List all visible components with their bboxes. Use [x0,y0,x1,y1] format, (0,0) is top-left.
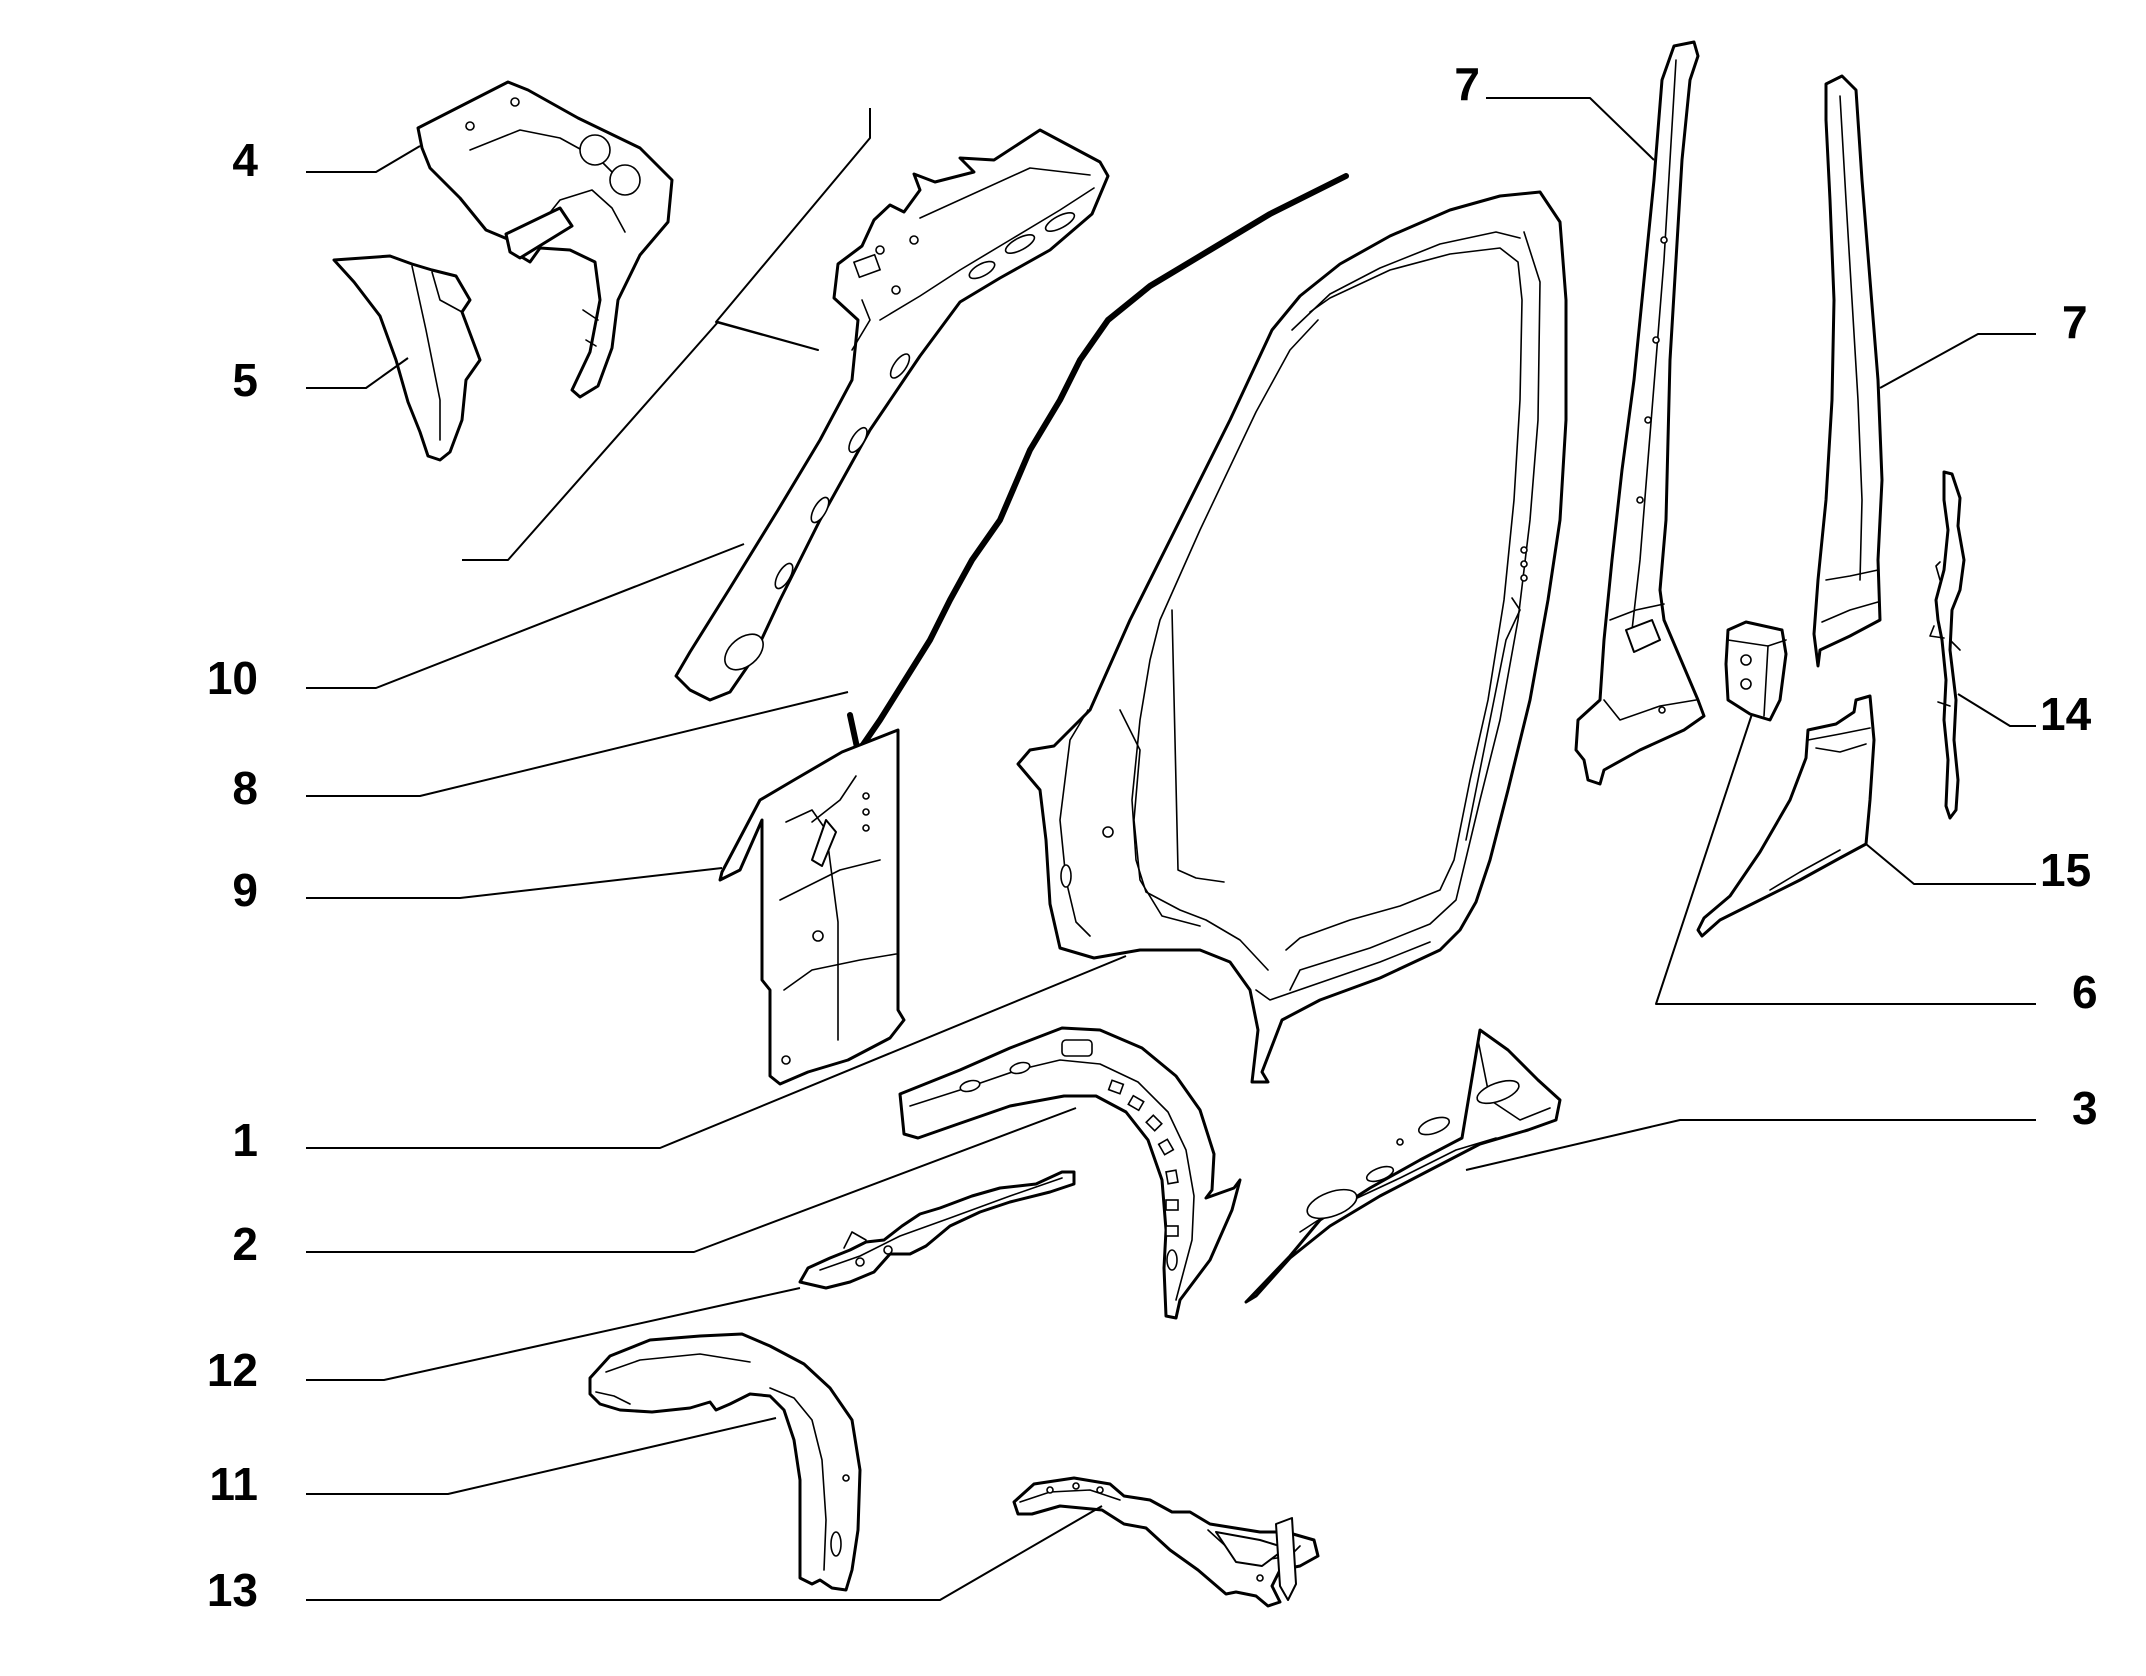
leader-14 [1957,693,2036,727]
callout-15: 15 [2040,844,2091,896]
leader-7-top [1486,97,1655,161]
leader-3 [1465,1119,2036,1171]
callout-7-right: 7 [2062,296,2088,348]
callout-5: 5 [232,354,258,406]
leader-9 [306,867,723,899]
leader-11 [306,1417,777,1495]
callout-1: 1 [232,1114,258,1166]
part-9-lower-front-panel [718,728,906,1086]
part-4-upper-bracket [416,80,674,399]
part-1-door-frame [1016,190,1568,1084]
leader-13 [306,1505,1103,1601]
callout-3: 3 [2072,1082,2098,1134]
part-7-b-pillar-inner [1574,40,1706,786]
callout-13: 13 [207,1564,258,1616]
part-6-block [1724,620,1788,722]
callout-4: 4 [232,134,258,186]
part-11-inner-wheel-arch [588,1332,862,1592]
part-14-thin-strip [1929,470,1966,820]
callout-labels: 4 5 10 8 9 1 2 12 11 13 7 7 14 15 6 3 [207,58,2098,1616]
callout-8: 8 [232,762,258,814]
callout-11: 11 [209,1458,258,1510]
callout-14: 14 [2040,688,2092,740]
leader-10-bracket [462,108,871,561]
leader-7-right [1879,333,2036,389]
part-13-lower-bracket [1012,1476,1320,1608]
callout-2: 2 [232,1218,258,1270]
part-2-wheel-arch-outer [898,1026,1242,1320]
callout-9: 9 [232,864,258,916]
callout-12: 12 [207,1344,258,1396]
part-12-reinforcement-strip [798,1170,1076,1290]
leader-12 [306,1287,801,1381]
part-10-a-pillar [674,128,1110,702]
callout-6: 6 [2072,966,2098,1018]
leader-10 [306,543,745,689]
leader-6 [1655,713,2036,1005]
leader-1 [306,955,1127,1149]
callout-10: 10 [207,652,258,704]
leader-4 [306,145,421,173]
leader-15 [1865,843,2036,885]
leader-8 [306,691,849,797]
part-7-b-pillar-outer [1812,74,1884,668]
part-15-lower-pillar-panel [1696,694,1876,938]
part-3-sill-panel [1244,1028,1562,1304]
leader-lines [306,97,2036,1601]
leader-5 [306,357,409,389]
leader-2 [306,1107,1077,1253]
part-8-weather-strip [847,173,1349,755]
callout-7-top: 7 [1454,58,1480,110]
